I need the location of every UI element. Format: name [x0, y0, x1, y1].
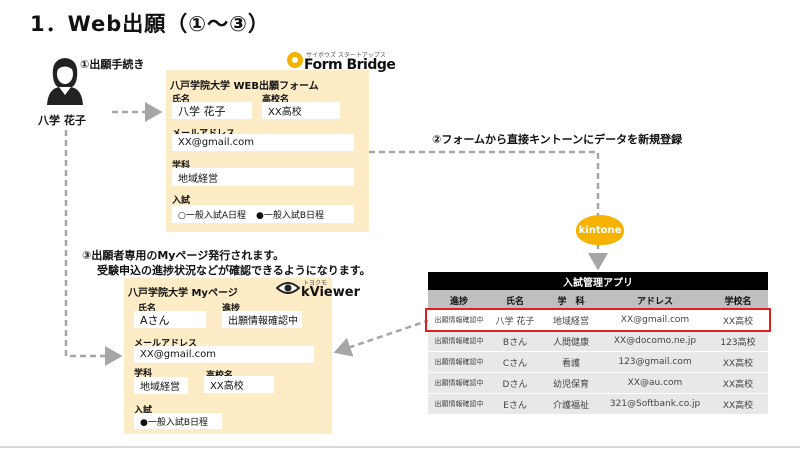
- app-table: 進捗 氏名 学 科 アドレス 学校名 出願情報確認中 八学 花子 地域経営 XX…: [428, 290, 768, 415]
- table-cell: 出願情報確認中: [428, 330, 490, 352]
- form-title: 八戸学院大学 WEB出願フォーム: [170, 81, 319, 92]
- school-field[interactable]: XX高校: [262, 102, 340, 119]
- table-cell: 人間健康: [540, 330, 602, 352]
- table-row[interactable]: 出願情報確認中 Bさん 人間健康 XX@docomo.ne.jp 123高校: [428, 330, 768, 352]
- table-cell: 幼児保育: [540, 372, 602, 394]
- email-field[interactable]: XX@gmail.com: [172, 134, 354, 151]
- table-cell: 看護: [540, 351, 602, 373]
- table-cell: XX高校: [708, 351, 768, 373]
- table-cell: 321@Softbank.co.jp: [602, 393, 708, 415]
- formbridge-logo: Form Bridge: [304, 57, 396, 73]
- viewer-name-label: 氏名: [138, 304, 157, 314]
- table-cell: XX@gmail.com: [602, 310, 708, 331]
- table-cell: 地域経営: [540, 310, 602, 331]
- viewer-exam-field: ●一般入試B日程: [134, 413, 222, 429]
- viewer-dept-field: 地域経営: [134, 377, 188, 394]
- eye-icon: [276, 282, 300, 294]
- table-cell: 出願情報確認中: [428, 310, 490, 331]
- progress-label: 進捗: [222, 304, 241, 314]
- name-field[interactable]: 八学 花子: [172, 102, 252, 119]
- table-row[interactable]: 出願情報確認中 Dさん 幼児保育 XX@au.com XX高校: [428, 372, 768, 394]
- table-cell: XX@docomo.ne.jp: [602, 330, 708, 352]
- viewer-email-field: XX@gmail.com: [134, 346, 314, 363]
- viewer-exam-label: 入試: [134, 406, 153, 416]
- formbridge-logo-icon: [287, 52, 303, 68]
- viewer-name-field: Aさん: [134, 311, 206, 328]
- viewer-school-field: XX高校: [204, 376, 274, 393]
- name-label: 氏名: [172, 95, 191, 105]
- school-label: 高校名: [262, 95, 290, 105]
- table-cell: 123@gmail.com: [602, 351, 708, 373]
- formbridge-logo-small: サイボウズ スタートアップス: [306, 52, 386, 59]
- table-cell: XX@au.com: [602, 372, 708, 394]
- step3-line1: ③出願者専用のMyページ発行されます。: [82, 249, 285, 262]
- exam-label: 入試: [172, 196, 191, 206]
- table-cell: 123高校: [708, 330, 768, 352]
- dept-label: 学科: [172, 161, 191, 171]
- exam-field[interactable]: ○一般入試A日程 ●一般入試B日程: [172, 205, 354, 223]
- dept-field[interactable]: 地域経営: [172, 168, 354, 186]
- step3-line2: 受験申込の進捗状況などが確認できるようになります。: [97, 264, 371, 277]
- table-cell: 介護福祉: [540, 393, 602, 415]
- table-cell: XX高校: [708, 372, 768, 394]
- kintone-logo: kintone: [576, 215, 624, 245]
- app-title: 入試管理アプリ: [428, 272, 768, 290]
- col-progress: 進捗: [428, 290, 490, 310]
- step1-label: ①出願手続き: [80, 58, 145, 71]
- progress-field: 出願情報確認中: [222, 311, 302, 328]
- col-dept: 学 科: [540, 290, 602, 310]
- table-cell: XX高校: [708, 393, 768, 415]
- table-row[interactable]: 出願情報確認中 八学 花子 地域経営 XX@gmail.com XX高校: [428, 310, 768, 331]
- viewer-email-label: メールアドレス: [134, 339, 198, 349]
- table-cell: Dさん: [490, 372, 540, 394]
- step2-label: ②フォームから直接キントーンにデータを新規登録: [432, 133, 683, 146]
- page-title: 1．Web出願（①～③）: [30, 12, 270, 36]
- person-name: 八学 花子: [38, 114, 86, 127]
- table-cell: Eさん: [490, 393, 540, 415]
- viewer-title: 八戸学院大学 Myページ: [128, 288, 238, 299]
- viewer-logo: kViewer: [301, 285, 360, 300]
- col-school: 学校名: [708, 290, 768, 310]
- table-row[interactable]: 出願情報確認中 Cさん 看護 123@gmail.com XX高校: [428, 351, 768, 373]
- table-row[interactable]: 出願情報確認中 Eさん 介護福祉 321@Softbank.co.jp XX高校: [428, 393, 768, 415]
- table-cell: 出願情報確認中: [428, 393, 490, 415]
- divider: [0, 446, 800, 448]
- viewer-logo-small: トヨクモ: [303, 280, 328, 287]
- table-header-row: 進捗 氏名 学 科 アドレス 学校名: [428, 290, 768, 310]
- exam-option-a[interactable]: ○一般入試A日程: [178, 210, 247, 221]
- col-name: 氏名: [490, 290, 540, 310]
- table-cell: XX高校: [708, 310, 768, 331]
- viewer-dept-label: 学科: [134, 369, 153, 379]
- table-cell: 出願情報確認中: [428, 351, 490, 373]
- exam-option-b[interactable]: ●一般入試B日程: [256, 210, 325, 221]
- table-cell: Bさん: [490, 330, 540, 352]
- table-cell: Cさん: [490, 351, 540, 373]
- table-cell: 出願情報確認中: [428, 372, 490, 394]
- col-address: アドレス: [602, 290, 708, 310]
- highlight-box: [425, 308, 771, 332]
- person-icon: [47, 58, 83, 105]
